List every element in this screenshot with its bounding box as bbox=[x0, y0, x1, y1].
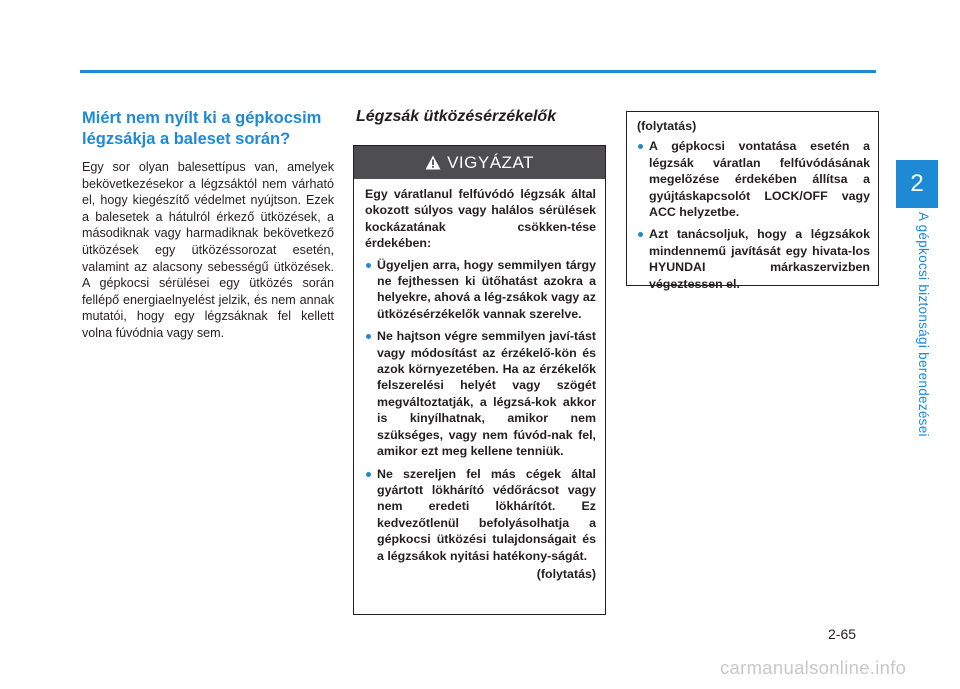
section-heading: Miért nem nyílt ki a gépkocsim légzsákja… bbox=[82, 109, 322, 148]
left-column: Miért nem nyílt ki a gépkocsim légzsákja… bbox=[82, 108, 334, 342]
warning-label: VIGYÁZAT bbox=[447, 152, 534, 172]
watermark: carmanualsonline.info bbox=[720, 657, 907, 678]
continued-warning-box: (folytatás) A gépkocsi vontatása esetén … bbox=[626, 111, 879, 291]
continued-list: A gépkocsi vontatása esetén a légzsák vá… bbox=[637, 138, 870, 292]
warning-triangle-icon bbox=[425, 155, 441, 170]
warning-list: Ügyeljen arra, hogy semmilyen tárgy ne f… bbox=[365, 257, 596, 564]
warning-lead: Egy váratlanul felfúvódó légzsák által o… bbox=[365, 187, 596, 251]
warning-bar: VIGYÁZAT bbox=[354, 146, 605, 179]
top-rule bbox=[80, 70, 876, 73]
section-body: Egy sor olyan balesettípus van, amelyek … bbox=[82, 160, 334, 340]
page-number: 2-65 bbox=[828, 626, 857, 642]
airbag-sensors-heading: Légzsák ütközésérzékelők bbox=[356, 108, 557, 125]
chapter-number: 2 bbox=[910, 170, 924, 197]
warning-box: VIGYÁZAT Egy váratlanul felfúvódó légzsá… bbox=[353, 145, 606, 615]
list-item: Ne hajtson végre semmilyen javí-tást vag… bbox=[365, 328, 596, 459]
list-item: Ügyeljen arra, hogy semmilyen tárgy ne f… bbox=[365, 257, 596, 323]
list-item: Ne szereljen fel más cégek által gyártot… bbox=[365, 466, 596, 564]
chapter-tab: 2 bbox=[896, 160, 938, 208]
warning-body: Egy váratlanul felfúvódó légzsák által o… bbox=[354, 179, 605, 582]
continued-head: (folytatás) bbox=[637, 119, 697, 133]
chapter-title: A gépkocsi biztonsági berendezései bbox=[916, 212, 931, 437]
list-item: A gépkocsi vontatása esetén a légzsák vá… bbox=[637, 138, 870, 220]
list-item: Azt tanácsoljuk, hogy a légzsákok minden… bbox=[637, 226, 870, 292]
continued-note: (folytatás) bbox=[536, 566, 596, 581]
